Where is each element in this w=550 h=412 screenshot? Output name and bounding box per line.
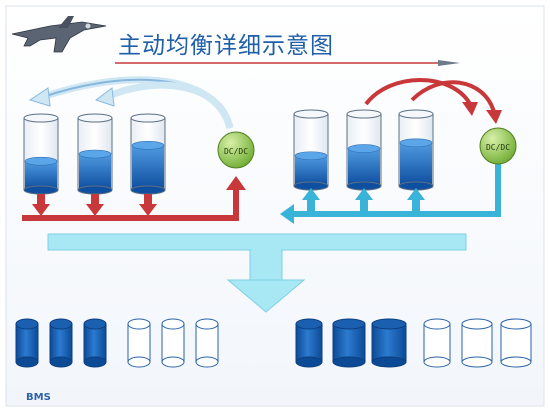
page-title: 主动均衡详细示意图 <box>118 33 334 59</box>
result-cell-left-5 <box>161 318 185 368</box>
discharge-arrow-3 <box>139 194 157 216</box>
transfer-curve-left-2 <box>103 81 234 129</box>
result-cell-right-1 <box>295 318 323 368</box>
charge-arrow-2 <box>355 188 373 212</box>
result-cell-left-4 <box>127 318 151 368</box>
dcdc-converter-left: DC/DC <box>217 131 255 169</box>
title-underline-arrowhead <box>438 60 460 66</box>
bus-arrowhead <box>226 279 306 313</box>
bus-stem <box>249 249 283 281</box>
right-cells <box>293 109 434 191</box>
charge-curve-2-head <box>486 110 502 124</box>
left-cell-3 <box>130 113 166 195</box>
result-cell-left-2 <box>49 318 73 368</box>
shared-bus <box>47 233 467 251</box>
result-cell-right-4 <box>423 318 451 368</box>
transfer-curve-left-2-head <box>94 87 115 107</box>
result-cells-left <box>15 318 219 368</box>
result-cell-left-3 <box>83 318 107 368</box>
red-return-line <box>22 188 239 221</box>
logo-text: BMS <box>26 392 51 403</box>
charge-curve-1 <box>364 78 472 106</box>
right-cell-2 <box>346 109 382 191</box>
charge-curve-1-head <box>462 102 478 116</box>
charge-arrow-3 <box>407 188 425 212</box>
cyan-return-line <box>292 164 501 217</box>
dcdc-right-label: DC/DC <box>486 143 510 152</box>
result-cell-right-2 <box>332 318 366 368</box>
dcdc-left-label: DC/DC <box>224 147 248 156</box>
transfer-curve-left-1-head <box>28 87 51 107</box>
result-cell-right-6 <box>500 318 532 368</box>
right-cell-3 <box>398 109 434 191</box>
result-cell-right-3 <box>371 318 407 368</box>
result-cells-right <box>295 318 532 368</box>
left-cells <box>23 113 166 195</box>
left-cell-1 <box>23 113 59 195</box>
discharge-arrow-1 <box>32 194 50 216</box>
result-cell-right-5 <box>461 318 493 368</box>
charge-curve-2 <box>410 80 496 113</box>
right-cell-1 <box>293 109 329 191</box>
charge-arrow-1 <box>302 188 320 212</box>
dcdc-converter-right: DC/DC <box>479 127 517 165</box>
left-cell-2 <box>77 113 113 195</box>
charge-arrows <box>302 188 425 212</box>
bus-joint <box>251 249 281 252</box>
result-cell-left-6 <box>195 318 219 368</box>
discharge-arrows <box>32 194 157 216</box>
logo: BMS <box>26 392 51 403</box>
result-cell-left-1 <box>15 318 39 368</box>
cyan-return-arrowhead <box>280 204 294 224</box>
fighter-jet-icon <box>11 16 107 53</box>
discharge-arrow-2 <box>86 194 104 216</box>
red-return-arrowhead <box>226 176 246 190</box>
